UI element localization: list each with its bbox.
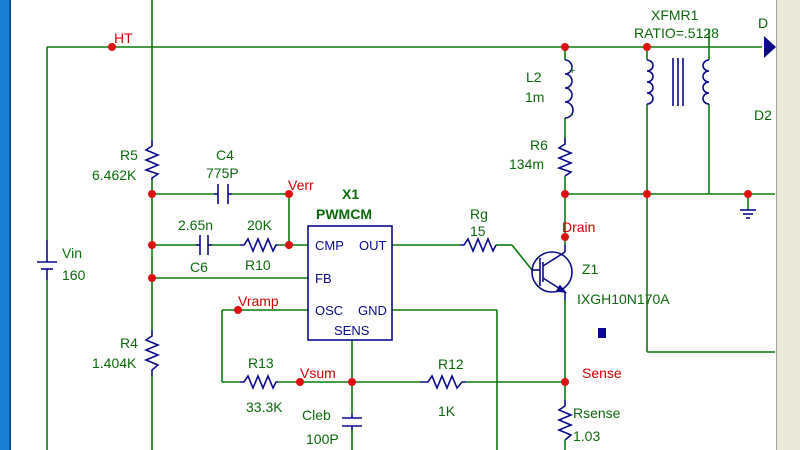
xfmr1-name: XFMR1 xyxy=(651,7,699,23)
vin-source[interactable] xyxy=(37,240,57,280)
node-label-sense: Sense xyxy=(582,365,622,381)
node-dots xyxy=(108,43,752,386)
c6-name: C6 xyxy=(190,259,208,275)
r12-resistor[interactable] xyxy=(420,373,466,391)
x1-name: X1 xyxy=(342,186,359,202)
node-dot-c6 xyxy=(148,241,156,249)
node-dot-ht xyxy=(108,43,116,51)
r4-name: R4 xyxy=(120,335,138,351)
node-dot-xfmr-bottom xyxy=(643,190,651,198)
c4-name: C4 xyxy=(216,147,234,163)
z1-name: Z1 xyxy=(582,261,599,277)
vin-value: 160 xyxy=(62,267,86,283)
cleb-capacitor[interactable] xyxy=(342,414,362,430)
c6-capacitor[interactable] xyxy=(196,235,212,255)
r10-name: R10 xyxy=(245,257,271,273)
r4-value: 1.404K xyxy=(92,355,137,371)
x1-pin-sens: SENS xyxy=(334,323,370,338)
l2-plus: + xyxy=(569,65,575,77)
x1-pin-fb: FB xyxy=(315,271,332,286)
r6-name: R6 xyxy=(530,137,548,153)
r13-value: 33.3K xyxy=(246,399,283,415)
x1-pin-out: OUT xyxy=(359,238,387,253)
d-diode-label: D xyxy=(758,15,768,31)
window-left-border xyxy=(0,0,11,450)
r4-resistor[interactable] xyxy=(143,330,161,376)
ground-symbol xyxy=(740,209,756,219)
x1-model: PWMCM xyxy=(316,206,372,222)
node-dot-fb xyxy=(148,274,156,282)
x1-pin-cmp: CMP xyxy=(315,238,344,253)
r6-resistor[interactable] xyxy=(556,138,574,177)
r6-value: 134m xyxy=(509,156,544,172)
node-dot-r5-bottom xyxy=(148,190,156,198)
d-diode[interactable] xyxy=(764,36,776,58)
d2-label: D2 xyxy=(754,107,772,123)
r13-name: R13 xyxy=(248,355,274,371)
node-label-ht: HT xyxy=(114,30,133,46)
node-label-verr: Verr xyxy=(288,177,314,193)
xfmr1-transformer[interactable] xyxy=(646,58,710,106)
node-dot-vramp xyxy=(234,306,242,314)
r5-resistor[interactable] xyxy=(143,140,161,180)
rg-name: Rg xyxy=(470,206,488,222)
c4-value: 775P xyxy=(206,165,239,181)
l2-name: L2 xyxy=(526,69,542,85)
node-label-vsum: Vsum xyxy=(300,365,336,381)
wire-gate xyxy=(511,244,533,271)
z1-value: IXGH10N170A xyxy=(577,291,670,307)
vin-name: Vin xyxy=(62,245,82,261)
node-dot-ht-xfmr xyxy=(643,43,651,51)
x1-pin-gnd: GND xyxy=(358,303,387,318)
x1-ic-body[interactable] xyxy=(307,225,393,341)
node-dot-ht-l2 xyxy=(561,43,569,51)
window-right-scrollbar[interactable] xyxy=(776,0,800,450)
rsense-value: 1.03 xyxy=(573,428,600,444)
node-dot-ground xyxy=(744,190,752,198)
z1-transistor[interactable] xyxy=(531,245,573,300)
r5-name: R5 xyxy=(120,147,138,163)
selection-marker[interactable] xyxy=(598,328,606,338)
l2-inductor[interactable] xyxy=(564,59,574,119)
node-dot-sens xyxy=(348,378,356,386)
l2-minus: - xyxy=(570,109,574,121)
node-dot-vsum xyxy=(296,378,304,386)
r13-resistor[interactable] xyxy=(240,373,278,391)
rg-value: 15 xyxy=(470,223,486,239)
r5-value: 6.462K xyxy=(92,167,137,183)
node-label-vramp: Vramp xyxy=(238,293,279,309)
rsense-resistor[interactable] xyxy=(556,400,574,441)
node-dot-verr xyxy=(285,190,293,198)
window-left-border-shadow xyxy=(9,0,11,450)
node-dot-sense xyxy=(561,378,569,386)
cleb-value: 100P xyxy=(306,431,339,447)
l2-value: 1m xyxy=(525,89,544,105)
rg-resistor[interactable] xyxy=(460,236,497,254)
node-dot-drain-junction xyxy=(561,190,569,198)
rsense-name: Rsense xyxy=(573,405,621,421)
wires xyxy=(46,0,775,450)
node-label-drain: Drain xyxy=(562,219,595,235)
xfmr1-ratio: RATIO=.5128 xyxy=(634,25,719,41)
node-dot-drain xyxy=(561,233,569,241)
c6-value: 2.65n xyxy=(178,217,213,233)
r12-name: R12 xyxy=(438,356,464,372)
x1-pin-osc: OSC xyxy=(315,303,343,318)
r12-value: 1K xyxy=(438,403,456,419)
node-dot-cmp xyxy=(285,241,293,249)
c4-capacitor[interactable] xyxy=(214,184,232,204)
cleb-name: Cleb xyxy=(302,407,331,423)
r10-value: 20K xyxy=(247,217,273,233)
r10-resistor[interactable] xyxy=(240,236,278,254)
